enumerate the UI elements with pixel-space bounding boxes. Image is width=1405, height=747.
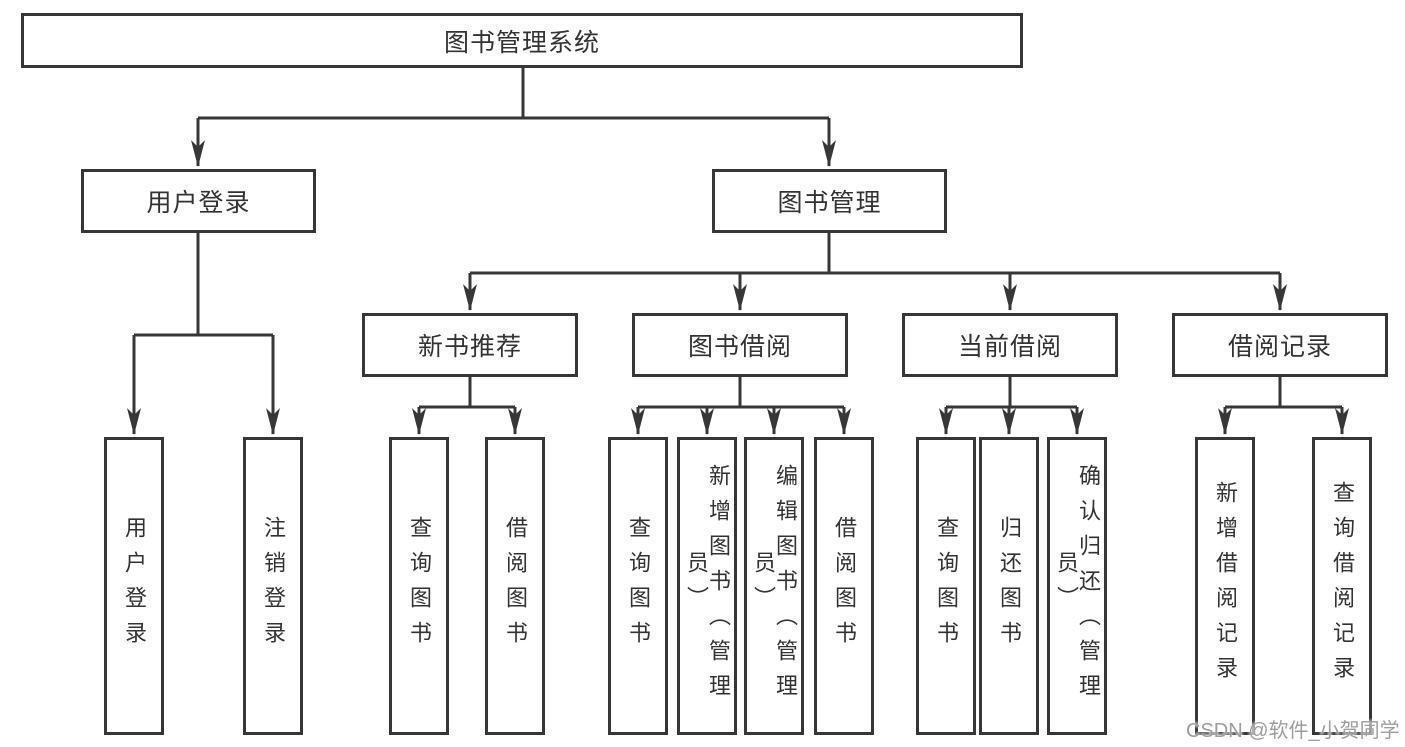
csdn-watermark: CSDN @软件_小贺同学 <box>1186 720 1400 742</box>
leaf-return-book: 归还图书 <box>979 437 1039 735</box>
node-new-book-recommend: 新书推荐 <box>362 313 578 377</box>
leaf-query-borrow-record: 查询借阅记录 <box>1312 437 1372 735</box>
connector-book-borrow-children <box>631 377 851 435</box>
connector-current-borrow-children <box>939 377 1084 435</box>
leaf-borrow-books-recommend: 借阅图书 <box>485 437 545 735</box>
connector-new-book-recommend-children <box>412 377 522 435</box>
node-user-login: 用户登录 <box>81 169 316 233</box>
leaf-logout: 注销登录 <box>243 437 303 735</box>
connector-book-management-children <box>463 233 1287 311</box>
leaf-add-book-admin: 新增图书（管理员） <box>677 437 737 735</box>
node-book-borrow: 图书借阅 <box>632 313 848 377</box>
leaf-query-books-borrow: 查询图书 <box>608 437 668 735</box>
node-library-management-system: 图书管理系统 <box>21 13 1023 68</box>
connector-user-login-children <box>127 233 280 435</box>
leaf-query-books-current: 查询图书 <box>916 437 976 735</box>
leaf-query-books-recommend: 查询图书 <box>389 437 449 735</box>
connector-root-to-level2 <box>191 68 836 167</box>
leaf-add-borrow-record: 新增借阅记录 <box>1195 437 1255 735</box>
connector-borrow-records-children <box>1218 377 1349 435</box>
node-current-borrow: 当前借阅 <box>902 313 1118 377</box>
leaf-user-login: 用户登录 <box>104 437 164 735</box>
leaf-edit-book-admin: 编辑图书（管理员） <box>744 437 804 735</box>
leaf-borrow-books: 借阅图书 <box>814 437 874 735</box>
node-book-management: 图书管理 <box>712 169 947 233</box>
node-borrow-records: 借阅记录 <box>1172 313 1388 377</box>
leaf-confirm-return-admin: 确认归还（管理员） <box>1047 437 1107 735</box>
